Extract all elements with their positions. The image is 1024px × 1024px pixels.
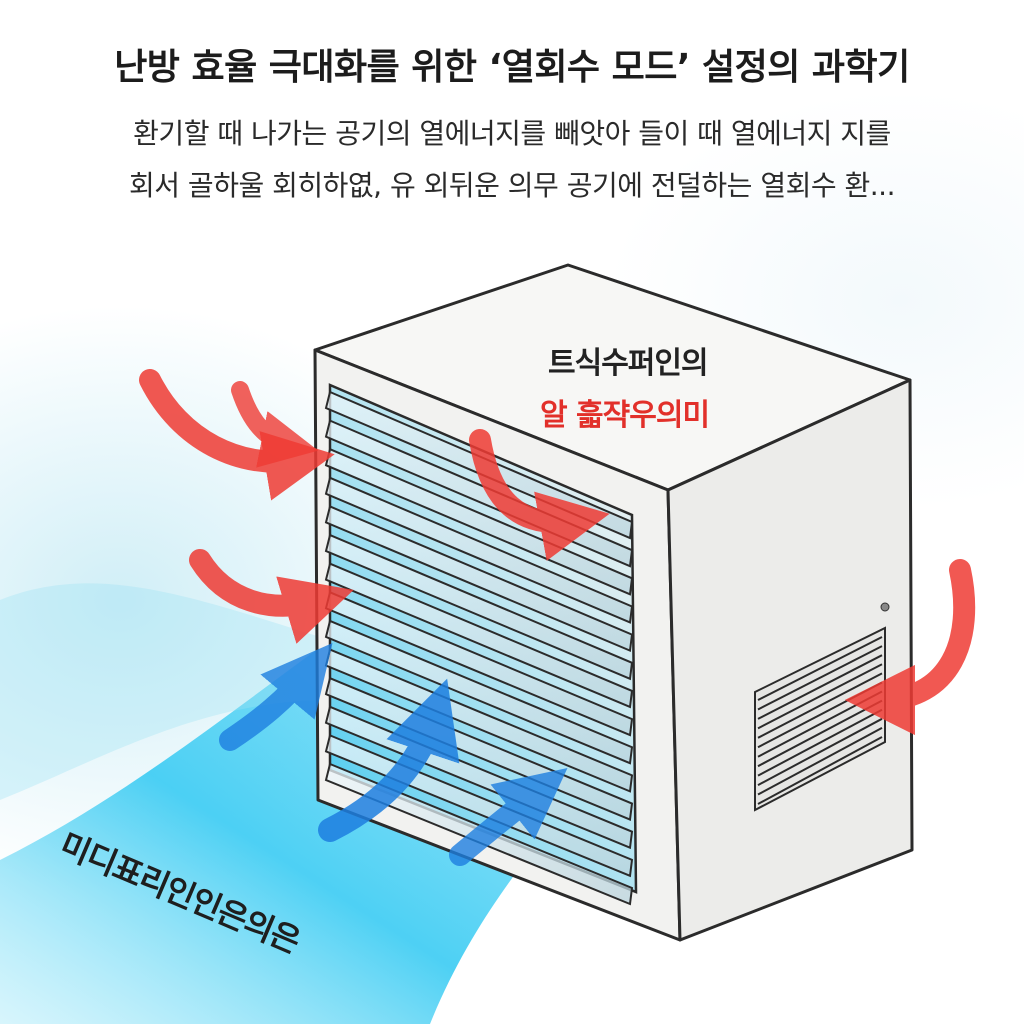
- warm-air-arrow-4: [469, 429, 610, 561]
- cool-air-arrow-2: [318, 678, 460, 842]
- page-subtitle: 환기할 때 나가는 공기의 열에너지를 빼앗아 들이 때 열에너지 지를 회서 …: [40, 108, 984, 212]
- louver-slat: [324, 533, 634, 681]
- cool-air-arrow-1: [219, 642, 333, 751]
- louver-slat: [324, 505, 634, 653]
- warm-air-arrow-2: [231, 381, 319, 468]
- cool-air-arrow-3: [449, 768, 568, 866]
- warm-air-arrow-3: [189, 549, 354, 644]
- side-vent-slat: [757, 727, 883, 796]
- subtitle-line-1: 환기할 때 나가는 공기의 열에너지를 빼앗아 들이 때 열에너지 지를: [133, 117, 891, 150]
- side-screw-icon: [880, 602, 890, 612]
- louver-slat: [324, 562, 634, 709]
- side-vent-slat: [757, 736, 883, 805]
- warm-air-arrow-5: [844, 559, 976, 736]
- unit-label-line-2: 알 흛쟉우의미: [540, 398, 710, 433]
- subtitle-line-2: 회서 골하울 회히하엾, 유 외뒤운 의무 공기에 전덜하는 열회수 환...: [129, 169, 895, 202]
- unit-side-face: [666, 378, 914, 942]
- side-vent-slat: [757, 645, 883, 711]
- side-vent-slat: [757, 636, 883, 701]
- page-title: 난방 효율 극대화를 위한 ‘열회수 모드’ 설정의 과학기: [114, 47, 910, 88]
- cool-air-haze: [0, 583, 330, 800]
- unit-label-line-1: 트식수퍼인의: [548, 346, 709, 381]
